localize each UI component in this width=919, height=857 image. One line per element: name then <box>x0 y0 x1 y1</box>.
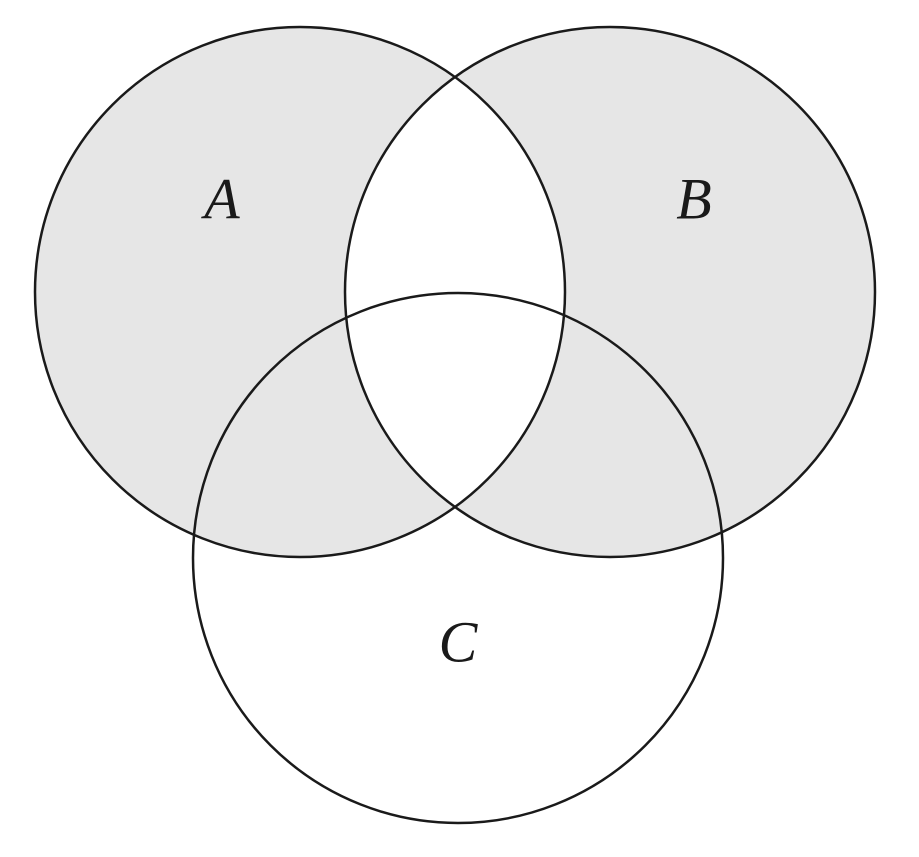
set-label-a: A <box>200 166 240 231</box>
set-label-b: B <box>676 166 711 231</box>
set-circle-c[interactable] <box>191 291 725 825</box>
set-circle-b[interactable] <box>343 25 877 559</box>
set-label-c: C <box>439 609 479 674</box>
set-circle-a[interactable] <box>33 25 567 559</box>
